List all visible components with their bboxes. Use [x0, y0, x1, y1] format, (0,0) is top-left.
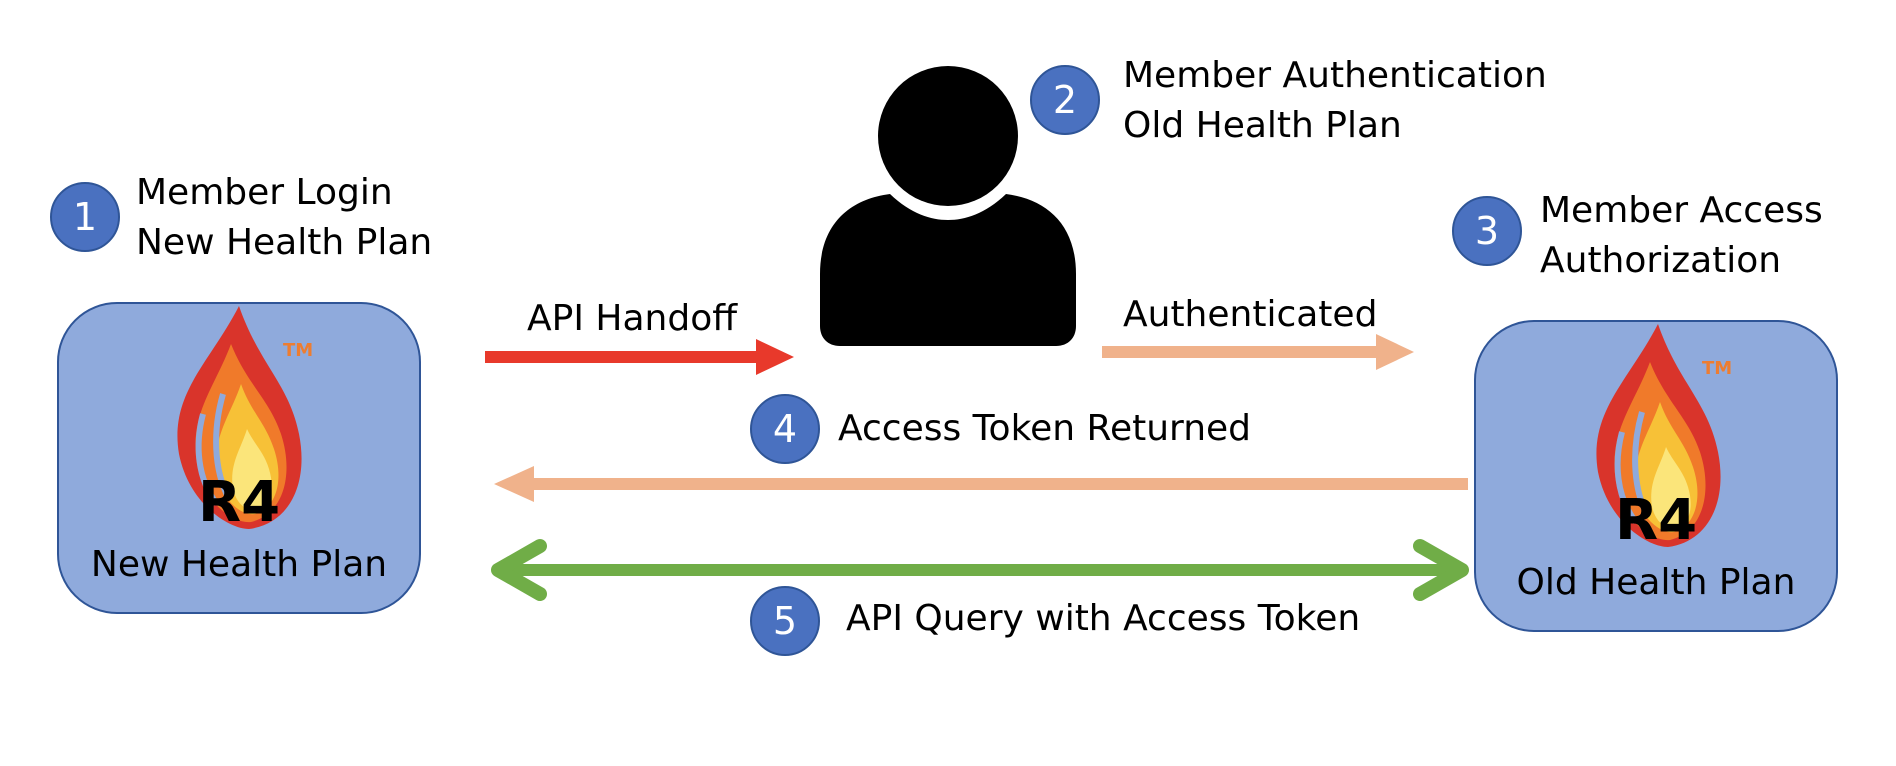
step-2-badge: 2 [1030, 65, 1100, 135]
step-2-line1: Member Authentication [1123, 55, 1547, 96]
step-1-line1: Member Login [136, 172, 393, 213]
old-health-plan-box: TM R4 Old Health Plan [1474, 320, 1838, 632]
step-5-badge: 5 [750, 586, 820, 656]
api-handoff-arrow [485, 339, 794, 375]
step-4-label: Access Token Returned [838, 408, 1252, 449]
new-plan-brand: R4 [197, 470, 281, 535]
step-2-text: Member Authentication Old Health Plan [1123, 51, 1547, 151]
old-plan-tm: TM [1702, 358, 1733, 379]
step-3-text: Member Access Authorization [1540, 186, 1823, 286]
step-5-label: API Query with Access Token [846, 598, 1361, 639]
new-health-plan-box: TM R4 New Health Plan [57, 302, 421, 614]
new-plan-tm: TM [283, 340, 314, 361]
api-handoff-label: API Handoff [527, 298, 738, 339]
step-2-line2: Old Health Plan [1123, 105, 1402, 146]
step-3-badge: 3 [1452, 196, 1522, 266]
step-1-line2: New Health Plan [136, 222, 433, 263]
fhir-flame-logo-icon [177, 306, 302, 529]
authenticated-label: Authenticated [1123, 294, 1378, 335]
old-plan-brand: R4 [1614, 488, 1698, 553]
authenticated-arrow [1102, 334, 1414, 370]
old-plan-name: Old Health Plan [1516, 562, 1796, 603]
new-plan-name: New Health Plan [90, 544, 388, 585]
api-query-arrow [491, 539, 1469, 601]
fhir-flame-logo-icon [1596, 324, 1721, 547]
step-4-badge: 4 [750, 394, 820, 464]
step-3-line1: Member Access [1540, 190, 1823, 231]
access-token-returned-arrow [494, 466, 1468, 502]
step-1-text: Member Login New Health Plan [136, 168, 432, 268]
user-icon [820, 66, 1076, 346]
step-1-badge: 1 [50, 182, 120, 252]
step-3-line2: Authorization [1540, 240, 1782, 281]
